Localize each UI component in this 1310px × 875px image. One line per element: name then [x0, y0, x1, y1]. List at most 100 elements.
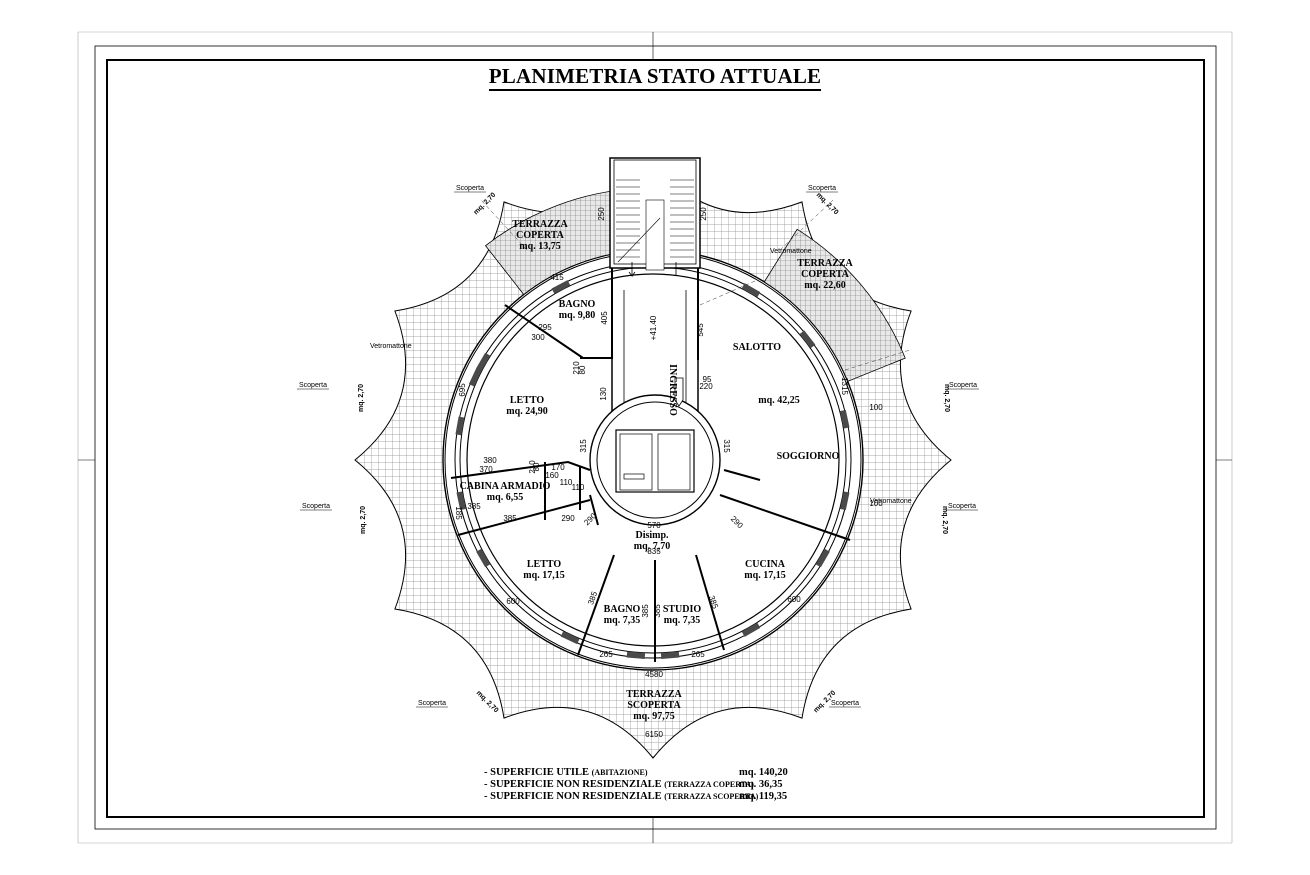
room-label: mq. 7,35 — [604, 615, 640, 626]
dimension-label: 370 — [479, 465, 493, 474]
dimension-label: 6150 — [645, 730, 663, 739]
window-opening — [626, 651, 646, 660]
dimension-label: 300 — [531, 333, 545, 342]
terrace-area-note: mq. 2,70 — [473, 191, 498, 216]
window-opening — [815, 548, 830, 568]
dimension-label: 415 — [550, 273, 564, 282]
window-opening — [476, 352, 491, 372]
sheet-frame — [77, 31, 1233, 844]
summary-row: - SUPERFICIE NON RESIDENZIALE (TERRAZZA … — [484, 791, 788, 803]
dimension-label: 600 — [787, 595, 801, 604]
room-label: BAGNO — [604, 604, 641, 615]
dimension-label: 385 — [653, 604, 662, 618]
summary-sublabel: (TERRAZZA SCOPERTA) — [664, 792, 759, 801]
level-label: +41.40 — [649, 315, 658, 340]
dimension-label: 265 — [599, 650, 613, 659]
room-label: SCOPERTA — [627, 700, 681, 711]
dimension-label: 110 — [572, 483, 585, 492]
room-label: BAGNO — [559, 299, 596, 310]
window-opening — [551, 280, 571, 294]
scoperta-label: Scoperta — [418, 700, 446, 707]
summary-sublabel: (TERRAZZA COPERTA) — [664, 780, 754, 789]
scoperta-label: Scoperta — [456, 185, 484, 192]
room-label: mq. 17,15 — [744, 570, 785, 581]
window-opening — [839, 409, 850, 429]
stair-tower — [609, 157, 701, 420]
room-label: mq. 22,60 — [804, 280, 845, 291]
dimension-label: 600 — [506, 597, 520, 606]
summary-row: - SUPERFICIE NON RESIDENZIALE (TERRAZZA … — [484, 779, 788, 791]
summary-row: - SUPERFICIE UTILE (ABITAZIONE) mq. 140,… — [484, 767, 788, 779]
window-opening — [456, 491, 467, 511]
dimension-label: 385 — [467, 502, 481, 511]
drawing-title-text: PLANIMETRIA STATO ATTUALE — [488, 64, 822, 91]
dimension-label: 250 — [699, 207, 708, 221]
room-label: LETTO — [527, 559, 561, 570]
summary-label: - SUPERFICIE NON RESIDENZIALE — [484, 791, 662, 802]
summary-value: mq. 36,35 — [739, 779, 783, 790]
window-opening — [799, 330, 816, 349]
vetromattone-label: Vetromattone — [870, 498, 912, 505]
dimension-label: 95 — [703, 375, 712, 384]
dimension-label: 570 — [647, 521, 661, 530]
window-opening — [741, 283, 761, 298]
dimension-label: 545 — [696, 323, 705, 337]
window-opening — [455, 416, 465, 436]
room-label: TERRAZZA — [626, 689, 682, 700]
dimension-label: 110 — [560, 478, 573, 487]
scoperta-label: Scoperta — [948, 503, 976, 510]
window-opening — [741, 622, 761, 637]
dimension-label: 835 — [647, 547, 661, 556]
dimension-label: 695 — [458, 383, 467, 397]
room-label: SOGGIORNO — [777, 451, 840, 462]
dimension-label: 160 — [545, 471, 559, 480]
room-label: mq. 42,25 — [758, 395, 799, 406]
vetromattone-label: Vetromattone — [770, 248, 812, 255]
room-label: mq. 97,75 — [633, 711, 674, 722]
interior-partitions — [450, 268, 851, 662]
scoperta-label: Scoperta — [302, 503, 330, 510]
dimension-label: 385 — [707, 594, 720, 610]
terrace-area-note: mq. 2,70 — [360, 506, 367, 534]
scoperta-label: Scoperta — [299, 382, 327, 389]
drawing-title: PLANIMETRIA STATO ATTUALE — [0, 64, 1310, 91]
summary-value: mq. 119,35 — [739, 791, 788, 802]
dimension-label: 315 — [579, 439, 588, 453]
dimension-label: 80 — [532, 462, 541, 471]
window-opening — [839, 491, 850, 511]
terrace-area-note: mq. 2,70 — [941, 506, 948, 534]
window-openings — [455, 280, 850, 660]
terrace-area-note: mq. 2,70 — [358, 384, 365, 412]
scoperta-label: Scoperta — [949, 382, 977, 389]
room-label: mq. 24,90 — [506, 406, 547, 417]
dimension-label: 315 — [722, 439, 731, 453]
guide-lines — [480, 199, 911, 371]
terrace-area-note: mq. 2,70 — [815, 192, 840, 217]
dimension-label: 100 — [869, 499, 883, 508]
window-opening — [560, 631, 580, 645]
window-opening — [476, 548, 491, 568]
room-label: mq. 7,70 — [634, 541, 670, 552]
room-label: mq. 13,75 — [519, 241, 560, 252]
room-label: LETTO — [510, 395, 544, 406]
dimension-label: 4580 — [645, 670, 663, 679]
room-label: CABINA ARMADIO — [460, 481, 551, 492]
dimension-label: 385 — [503, 514, 517, 523]
summary-value: mq. 140,20 — [739, 767, 788, 778]
room-label: TERRAZZA — [512, 219, 568, 230]
dimension-label: 1315 — [840, 377, 849, 395]
terrace-area-note: mq. 2,70 — [943, 384, 950, 412]
room-label: STUDIO — [663, 604, 702, 615]
summary-label: - SUPERFICIE NON RESIDENZIALE — [484, 779, 662, 790]
dimension-label: 385 — [586, 590, 599, 606]
area-summary: - SUPERFICIE UTILE (ABITAZIONE) mq. 140,… — [484, 767, 788, 803]
window-opening — [468, 367, 482, 387]
room-label: COPERTA — [801, 269, 850, 280]
dimension-label: 210 — [572, 361, 581, 375]
dimension-label: 185 — [454, 506, 463, 520]
entrance-label: INGRESSO — [667, 364, 678, 416]
dimension-label: 170 — [551, 463, 565, 472]
